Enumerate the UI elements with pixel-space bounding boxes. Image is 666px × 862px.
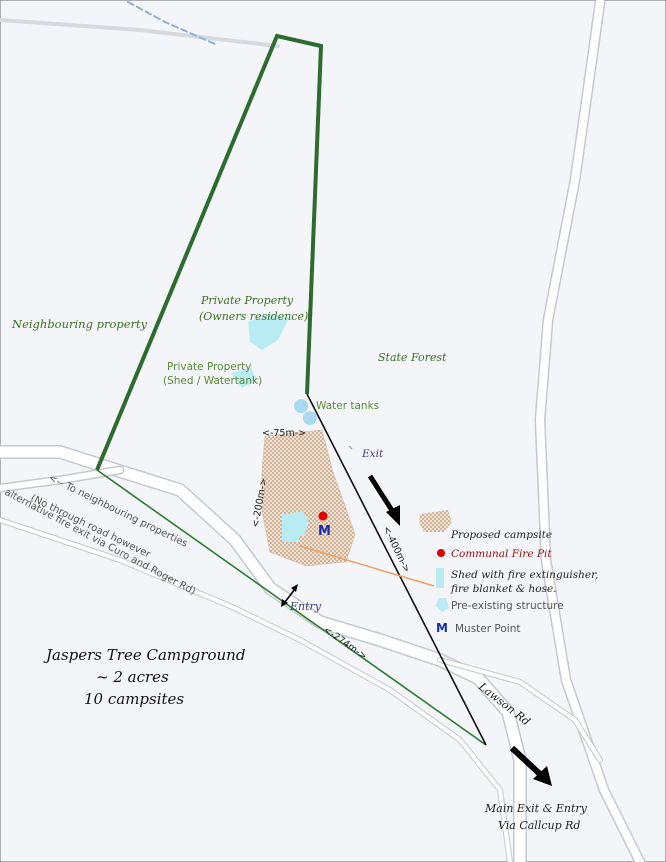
main-exit-arrow-icon: [509, 745, 552, 786]
campground-sites: 10 campsites: [84, 690, 184, 708]
roads: [0, 0, 646, 862]
legend-firepit-label: Communal Fire Pit: [451, 548, 552, 560]
water-tank-2: [303, 411, 317, 425]
exit-tick: [348, 445, 353, 450]
legend-campsite-swatch: [419, 510, 452, 532]
label-private-owner-2: (Owners residence): [199, 310, 308, 323]
boundary-east-edge: [306, 393, 487, 746]
legend: Proposed campsite Communal Fire Pit Shed…: [419, 510, 598, 635]
legend-campsite-label: Proposed campsite: [450, 529, 552, 541]
legend-muster-symbol: M: [436, 621, 448, 635]
legend-structure-swatch: [436, 598, 449, 612]
entry-arrow-icon: [281, 584, 298, 607]
label-dimension-75m: <-75m->: [262, 428, 306, 439]
boundary-south-edge: [96, 469, 487, 746]
fire-pit-marker: [318, 511, 328, 521]
label-neighbouring-property: Neighbouring property: [11, 317, 148, 331]
campground-title: Jaspers Tree Campground: [43, 646, 245, 664]
label-private-owner-1: Private Property: [200, 294, 294, 307]
campsite-area: M: [261, 429, 435, 587]
structure-icon: [288, 511, 309, 536]
label-entry: Entry: [289, 600, 322, 613]
legend-muster-label: Muster Point: [455, 623, 521, 635]
water-tank-1: [294, 399, 308, 413]
legend-shed-label-2: fire blanket & hose.: [450, 583, 557, 595]
private-structures: [231, 314, 317, 425]
legend-firepit-swatch: [437, 549, 445, 557]
legend-structure-label: Pre-existing structure: [451, 600, 564, 612]
legend-shed-label-1: Shed with fire extinguisher,: [451, 569, 598, 581]
boundary-thick: [95, 33, 324, 471]
campground-title-block: Jaspers Tree Campground ~ 2 acres 10 cam…: [43, 646, 245, 708]
shed-structure: [231, 368, 257, 388]
label-water-tanks: Water tanks: [316, 400, 379, 412]
exit-arrow-icon: [367, 474, 400, 526]
campground-size: ~ 2 acres: [96, 668, 169, 686]
label-exit: Exit: [361, 448, 384, 460]
label-private-shed-1: Private Property: [167, 361, 251, 373]
connector-line: [299, 545, 435, 587]
label-main-exit-1: Main Exit & Entry: [484, 802, 588, 815]
label-private-shed-2: (Shed / Watertank): [163, 375, 262, 387]
arrows: [281, 445, 552, 786]
label-state-forest: State Forest: [378, 351, 447, 364]
property-boundary: [95, 33, 487, 746]
road-top: [0, 18, 280, 48]
muster-point-marker: M: [318, 524, 331, 539]
owner-residence-structure: [248, 314, 289, 350]
legend-shed-swatch: [436, 568, 444, 588]
label-main-exit-2: Via Callcup Rd: [498, 819, 580, 832]
stream-dashed: [127, 1, 216, 45]
